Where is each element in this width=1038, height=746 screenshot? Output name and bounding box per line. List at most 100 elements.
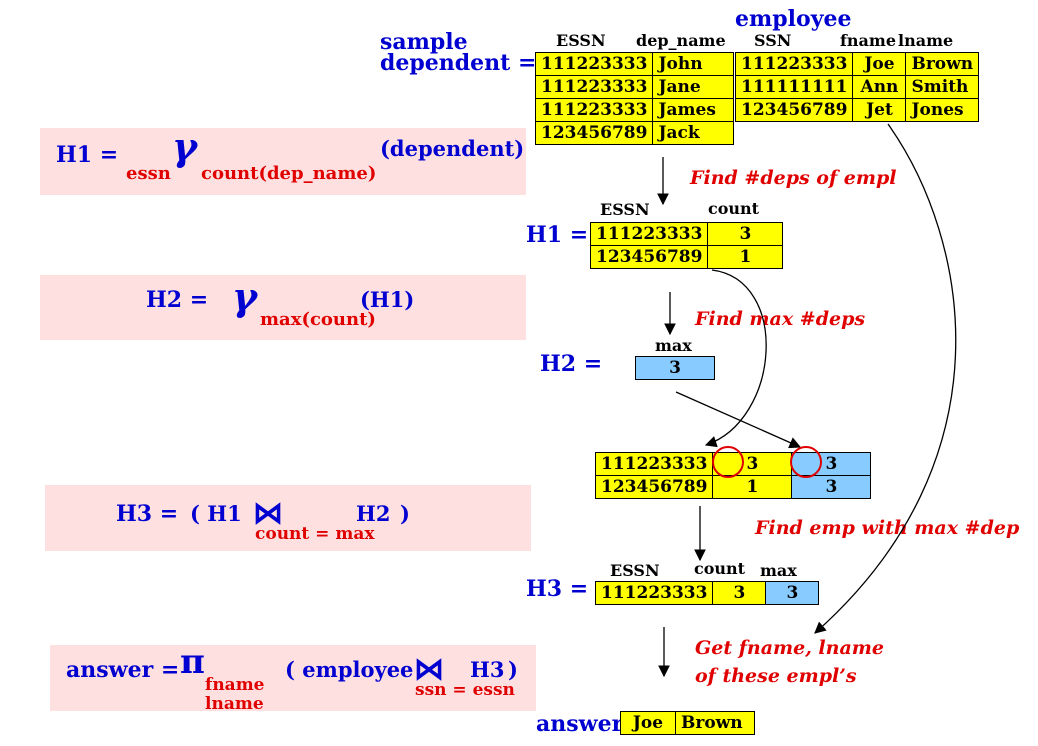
- answer-formula-close: ): [508, 657, 518, 682]
- table-cell: 111223333: [594, 581, 714, 605]
- note-get-fname: Get fname, lname: [695, 637, 884, 659]
- h1-formula-group-attr: essn: [126, 163, 171, 184]
- h3-header-essn: ESSN: [610, 561, 660, 580]
- note-find-emp: Find emp with max #dep: [755, 517, 1020, 539]
- h2-result-label: H2 =: [540, 351, 603, 377]
- note-these-empls: of these empl’s: [695, 665, 857, 687]
- h3-formula-open: ( H1: [190, 501, 242, 526]
- table-cell: 111223333: [534, 75, 654, 99]
- h2-header-max: max: [655, 336, 692, 355]
- table-cell: Jones: [905, 98, 980, 122]
- h2-gamma-symbol: γ: [232, 274, 258, 319]
- table-cell: Brown: [675, 711, 755, 735]
- table-cell: 123456789: [594, 475, 714, 499]
- answer-result-label: answer: [536, 711, 624, 737]
- table-cell: 1: [712, 475, 793, 499]
- table-cell: 111111111: [734, 75, 854, 99]
- sample-label: sample: [380, 29, 468, 55]
- table-row: 3: [635, 356, 715, 380]
- h1-formula-arg: (dependent): [380, 136, 525, 161]
- table-cell: 111223333: [734, 52, 854, 76]
- h3-formula-right: H2: [356, 501, 391, 526]
- table-cell: Jet: [852, 98, 907, 122]
- h1-formula-aggregate: count(dep_name): [201, 163, 377, 184]
- employee-header-fname: fname: [840, 31, 896, 50]
- dependent-header-depname: dep_name: [636, 31, 726, 50]
- highlight-circle-count: [712, 446, 744, 478]
- dependent-header-essn: ESSN: [556, 31, 606, 50]
- h2-formula-aggregate: max(count): [260, 309, 376, 330]
- table-cell: Jane: [652, 75, 735, 99]
- note-find-max: Find max #deps: [695, 308, 866, 330]
- arrow-h1-count-to-join: [704, 269, 767, 448]
- table-cell: James: [652, 98, 735, 122]
- h1-formula-box: [40, 128, 526, 195]
- h1-header-count: count: [708, 199, 760, 218]
- arrow-employee-to-answer: [814, 123, 957, 634]
- table-cell: Brown: [905, 52, 980, 76]
- h3-header-count: count: [694, 559, 746, 578]
- h1-formula-lhs: H1 =: [56, 142, 119, 168]
- table-cell: 3: [712, 581, 767, 605]
- note-find-deps: Find #deps of empl: [690, 167, 897, 189]
- answer-pi-symbol: π: [180, 642, 205, 682]
- h3-formula-box: [45, 485, 531, 551]
- table-cell: 111223333: [594, 452, 714, 476]
- table-cell: Joe: [620, 711, 676, 735]
- h3-join-condition: count = max: [255, 524, 375, 544]
- answer-proj-lname: lname: [205, 694, 264, 714]
- table-cell: 3: [791, 452, 872, 476]
- h2-formula-arg: (H1): [360, 287, 415, 312]
- table-cell: 3: [765, 581, 820, 605]
- dependent-label: dependent =: [380, 50, 537, 76]
- h1-result-label: H1 =: [526, 222, 589, 248]
- h3-formula-close: ): [400, 501, 410, 526]
- h2-table: 3: [635, 356, 715, 380]
- highlight-circle-max: [790, 446, 822, 478]
- employee-label: employee: [735, 6, 852, 32]
- answer-proj-fname: fname: [205, 675, 265, 695]
- answer-formula-box: [50, 645, 536, 711]
- table-cell: 3: [635, 356, 715, 380]
- table-cell: 3: [791, 475, 872, 499]
- arrow-h2-to-join: [675, 391, 802, 449]
- h1-gamma-symbol: γ: [172, 124, 198, 169]
- table-cell: 123456789: [534, 121, 654, 145]
- table-cell: Joe: [852, 52, 907, 76]
- h3-formula-lhs: H3 =: [116, 501, 179, 527]
- employee-header-lname: lname: [898, 31, 954, 50]
- table-cell: Jack: [652, 121, 735, 145]
- h1-header-essn: ESSN: [600, 200, 650, 219]
- h3-header-max: max: [760, 561, 797, 580]
- answer-join-condition: ssn = essn: [415, 680, 515, 700]
- table-cell: 1: [707, 245, 784, 269]
- answer-formula-open: ( employee: [285, 657, 414, 682]
- table-cell: 111223333: [534, 52, 654, 76]
- h3-result-label: H3 =: [526, 576, 589, 602]
- employee-header-ssn: SSN: [754, 31, 792, 50]
- h2-formula-box: [40, 275, 526, 340]
- table-cell: 123456789: [734, 98, 854, 122]
- table-cell: 123456789: [589, 245, 709, 269]
- table-cell: 3: [712, 452, 793, 476]
- table-cell: 3: [707, 222, 784, 246]
- answer-formula-right: H3: [470, 657, 505, 682]
